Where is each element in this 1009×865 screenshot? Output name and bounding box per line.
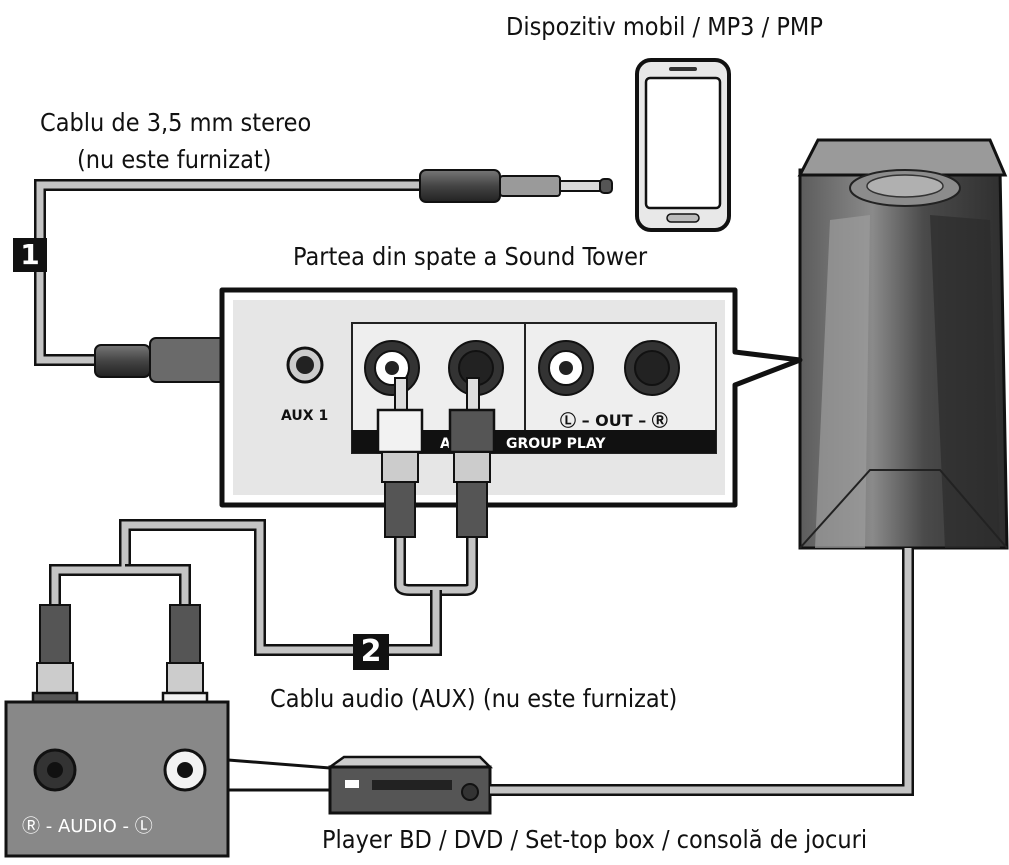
sound-tower-speaker <box>797 138 1009 550</box>
aux-cable-label: Cablu audio (AUX) (nu este furnizat) <box>270 684 678 713</box>
aux-rca-cable <box>31 377 496 737</box>
top-35mm-jack-plug <box>419 169 613 203</box>
group-prefix-label: A <box>440 436 451 452</box>
rca-plug-upper-right <box>448 377 496 538</box>
step-2-badge: 2 <box>353 634 389 670</box>
rca-in-left-jack <box>364 340 420 396</box>
step-1-badge: 1 <box>13 238 47 272</box>
out-label: Ⓛ – OUT – Ⓡ <box>560 411 668 430</box>
audio-label: Ⓡ - AUDIO - Ⓛ <box>22 816 153 837</box>
mobile-phone <box>635 58 731 232</box>
player-label: Player BD / DVD / Set-top box / consolă … <box>322 825 868 854</box>
rca-plug-upper-left <box>376 377 424 538</box>
media-player-box <box>326 755 494 815</box>
rca-plug-lower-left <box>31 604 79 737</box>
aux1-label: AUX 1 <box>281 408 328 424</box>
rca-out-right-jack <box>624 340 680 396</box>
source-audio-panel: Ⓡ - AUDIO - Ⓛ <box>4 700 331 858</box>
cable-35mm-label-line2: (nu este furnizat) <box>77 145 272 174</box>
tower-to-player-cable <box>490 548 914 796</box>
mobile-device-label: Dispozitiv mobil / MP3 / PMP <box>506 12 823 41</box>
group-play-label: GROUP PLAY <box>506 436 606 452</box>
aux1-jack <box>286 346 324 384</box>
cable-35mm-label-line1: Cablu de 3,5 mm stereo <box>40 108 312 137</box>
rear-panel-callout: AUX 1 IN Ⓛ – OUT – Ⓡ A GROUP PLAY <box>219 287 803 508</box>
sound-tower-back-label: Partea din spate a Sound Tower <box>293 242 648 271</box>
rca-out-left-jack <box>538 340 594 396</box>
rca-in-right-jack <box>448 340 504 396</box>
